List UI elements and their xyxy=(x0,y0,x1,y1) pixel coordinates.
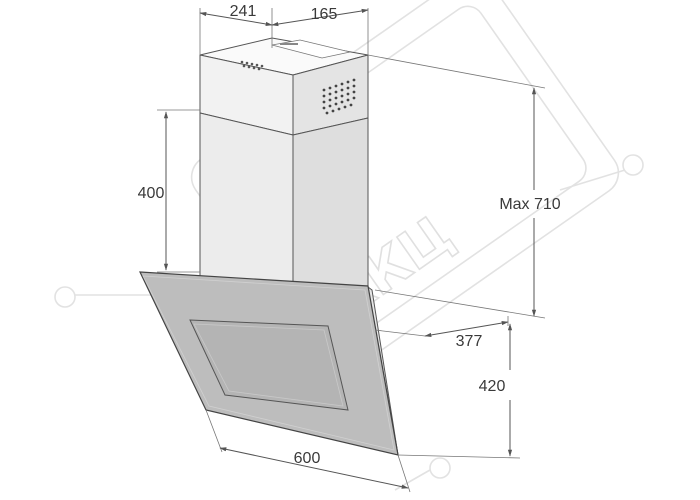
dim-width xyxy=(205,409,411,493)
watermark-bottom-line xyxy=(394,469,431,491)
watermark-left-circle xyxy=(54,286,76,308)
watermark-right-line xyxy=(559,169,626,191)
dim-top-depth-label: 241 xyxy=(230,3,257,20)
glass-panel xyxy=(139,271,399,456)
dim-canopy-height xyxy=(397,323,521,459)
dim-canopy-depth xyxy=(374,316,509,338)
dim-canopy-depth-label: 377 xyxy=(456,333,483,350)
dim-chimney-height xyxy=(157,109,200,273)
chimney-lower xyxy=(199,112,369,303)
dim-max-height-label: Max 710 xyxy=(499,196,560,213)
dim-canopy-height-label: 420 xyxy=(479,378,506,395)
watermark-bottom-circle xyxy=(429,457,451,479)
vent-holes-right xyxy=(322,78,356,115)
dim-top-width-label: 165 xyxy=(311,6,338,23)
dim-max-height xyxy=(367,54,546,319)
dim-chimney-height-label: 400 xyxy=(138,185,165,202)
vent-holes-left xyxy=(240,60,264,71)
dim-width-label: 600 xyxy=(294,450,321,467)
watermark-right-circle xyxy=(622,154,644,176)
dim-top xyxy=(199,8,369,55)
